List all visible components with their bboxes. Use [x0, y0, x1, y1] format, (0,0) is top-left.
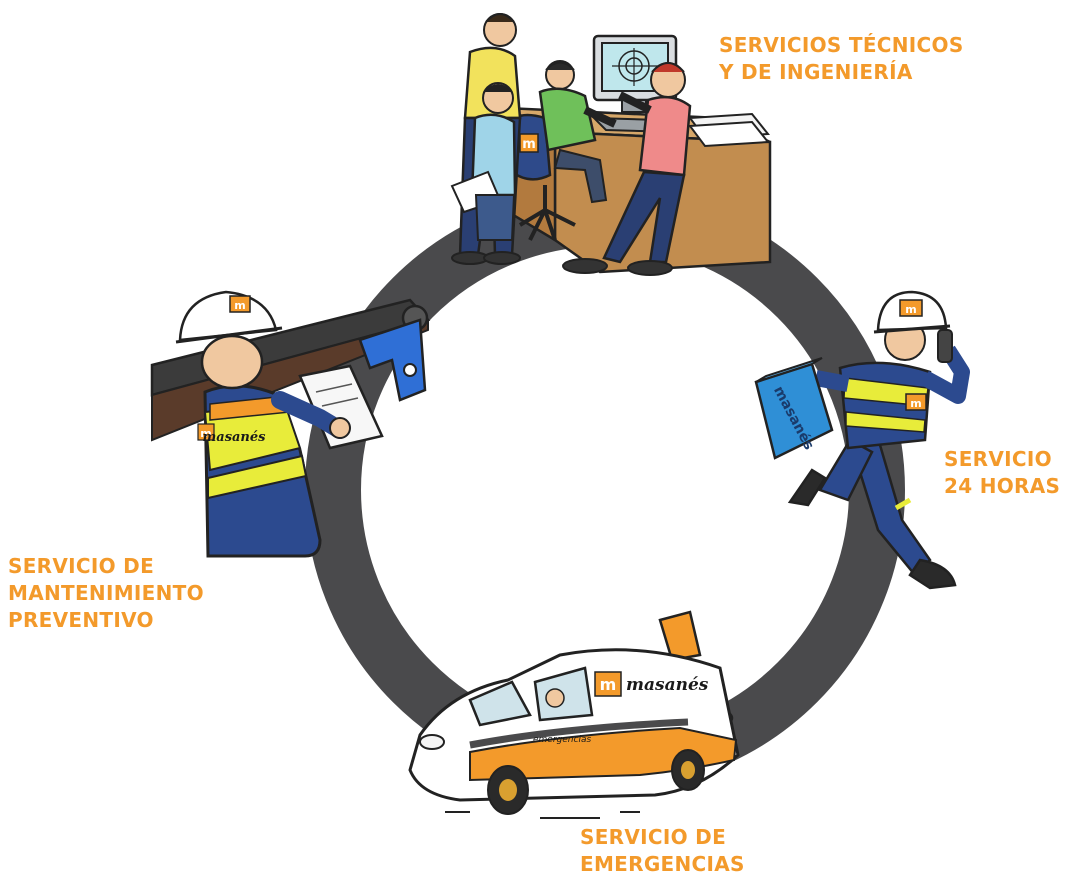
svg-text:m: m: [200, 427, 211, 440]
label-line: SERVICIO DE: [580, 825, 727, 849]
svg-text:m: m: [522, 137, 536, 152]
engineering-office-illustration: m: [450, 13, 772, 276]
label-emergency-service: SERVICIO DE EMERGENCIAS: [580, 824, 745, 878]
label-line: SERVICIO DE: [8, 554, 155, 578]
label-24-hour-service: SERVICIO 24 HORAS: [944, 446, 1060, 500]
label-line: SERVICIO: [944, 447, 1052, 471]
label-line: 24 HORAS: [944, 474, 1061, 498]
label-line: MANTENIMIENTO: [8, 581, 204, 605]
label-line: Y DE INGENIERÍA: [719, 60, 913, 84]
svg-text:emergencias: emergencias: [533, 735, 591, 745]
svg-text:m: m: [600, 675, 617, 694]
label-technical-engineering-services: SERVICIOS TÉCNICOS Y DE INGENIERÍA: [719, 32, 964, 86]
maintenance-worker-illustration: m masanés m: [150, 290, 431, 558]
label-line: SERVICIOS TÉCNICOS: [719, 33, 964, 57]
emergency-van-illustration: m masanés emergencias: [408, 610, 740, 819]
svg-text:masanés: masanés: [203, 430, 267, 445]
label-line: EMERGENCIAS: [580, 852, 745, 876]
label-line: PREVENTIVO: [8, 608, 154, 632]
technician-24h-illustration: m masanés m: [754, 290, 970, 590]
svg-text:m: m: [905, 303, 916, 316]
van-brand-text: masanés: [626, 675, 709, 695]
svg-text:m: m: [910, 397, 921, 410]
svg-text:m: m: [234, 299, 245, 312]
label-preventive-maintenance-service: SERVICIO DE MANTENIMIENTO PREVENTIVO: [8, 553, 204, 634]
